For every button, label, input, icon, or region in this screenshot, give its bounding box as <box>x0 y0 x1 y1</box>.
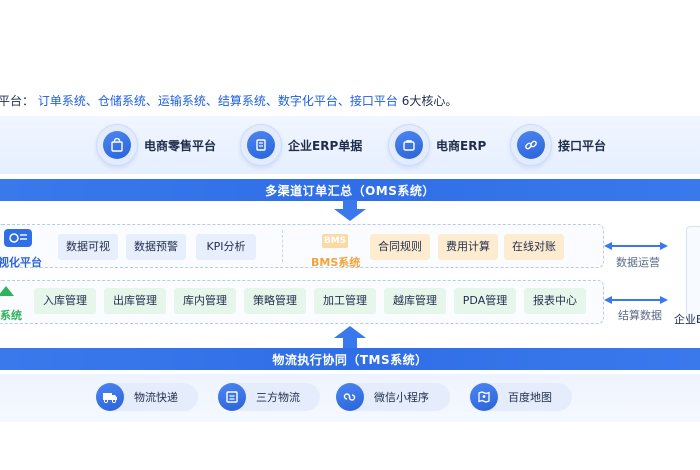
oms-bar-label: 多渠道订单汇总（OMS系统） <box>265 183 435 198</box>
warehouse-roof-icon <box>0 286 14 296</box>
chip-outbound: 出库管理 <box>104 288 166 314</box>
enterprise-erp-label: 企业E <box>674 313 700 326</box>
warehouse-icon <box>218 383 246 411</box>
tool-wechat-mini: 微信小程序 <box>336 383 450 411</box>
link-icon <box>517 131 545 159</box>
chip-pda: PDA管理 <box>454 288 516 314</box>
tool-label: 物流快递 <box>134 391 178 404</box>
chip-fee-calculation: 费用计算 <box>438 234 498 260</box>
platform-label: 接口平台 <box>558 138 607 153</box>
tool-express: 物流快递 <box>96 383 198 411</box>
chip-in-warehouse: 库内管理 <box>174 288 236 314</box>
mini-program-icon <box>336 383 364 411</box>
chip-inbound: 入库管理 <box>34 288 96 314</box>
tool-label: 百度地图 <box>508 391 552 404</box>
chip-strategy: 策略管理 <box>244 288 306 314</box>
chip-processing: 加工管理 <box>314 288 376 314</box>
chip-cross-dock: 越库管理 <box>384 288 446 314</box>
tool-baidu-map: 百度地图 <box>470 383 572 411</box>
intro-systems: 订单系统、仓储系统、运输系统、结算系统、数字化平台、接口平台 <box>37 94 398 108</box>
platform-label: 电商ERP <box>436 138 487 153</box>
chip-data-alert: 数据预警 <box>126 234 186 260</box>
erp-document-icon <box>247 131 275 159</box>
double-arrow-icon <box>604 242 668 250</box>
visualization-title: 视化平台 <box>0 256 42 269</box>
platform-interface: 接口平台 <box>510 124 606 166</box>
intro-line: 平台： 订单系统、仓储系统、运输系统、结算系统、数字化平台、接口平台 6大核心。 <box>0 92 457 109</box>
bms-logo: BMS <box>322 234 348 248</box>
platform-label: 电商零售平台 <box>144 138 217 153</box>
tms-bar-label: 物流执行协同（TMS系统） <box>272 352 428 367</box>
platform-ecommerce-retail: 电商零售平台 <box>96 124 216 166</box>
double-arrow-icon <box>604 296 668 304</box>
shopping-bag-icon <box>103 131 131 159</box>
oms-bar: 多渠道订单汇总（OMS系统） <box>0 179 700 201</box>
tool-3pl: 三方物流 <box>218 383 320 411</box>
intro-prefix: 平台： <box>0 94 35 108</box>
truck-icon <box>96 383 124 411</box>
chip-online-reconcile: 在线对账 <box>504 234 564 260</box>
tool-label: 三方物流 <box>256 391 300 404</box>
map-icon <box>470 383 498 411</box>
chip-data-visual: 数据可视 <box>58 234 118 260</box>
bms-title: BMS系统 <box>311 256 361 269</box>
wms-title: 系统 <box>0 309 22 322</box>
chip-report-center: 报表中心 <box>524 288 586 314</box>
down-arrow-icon <box>334 200 366 221</box>
enterprise-erp-box <box>686 226 700 322</box>
erp-briefcase-icon <box>395 131 423 159</box>
platform-label: 企业ERP单据 <box>288 138 363 153</box>
chip-contract-rules: 合同规则 <box>370 234 430 260</box>
chip-kpi-analysis: KPI分析 <box>196 234 256 260</box>
data-operation-label: 数据运营 <box>616 256 660 269</box>
dashboard-icon <box>4 229 32 247</box>
up-arrow-icon <box>334 326 366 348</box>
intro-suffix: 6大核心。 <box>401 94 458 108</box>
row1-divider <box>282 230 283 262</box>
platform-ecommerce-erp: 电商ERP <box>388 124 486 166</box>
settlement-data-label: 结算数据 <box>618 309 662 322</box>
platform-enterprise-erp: 企业ERP单据 <box>240 124 362 166</box>
tool-label: 微信小程序 <box>374 391 429 404</box>
tms-bar: 物流执行协同（TMS系统） <box>0 348 700 370</box>
